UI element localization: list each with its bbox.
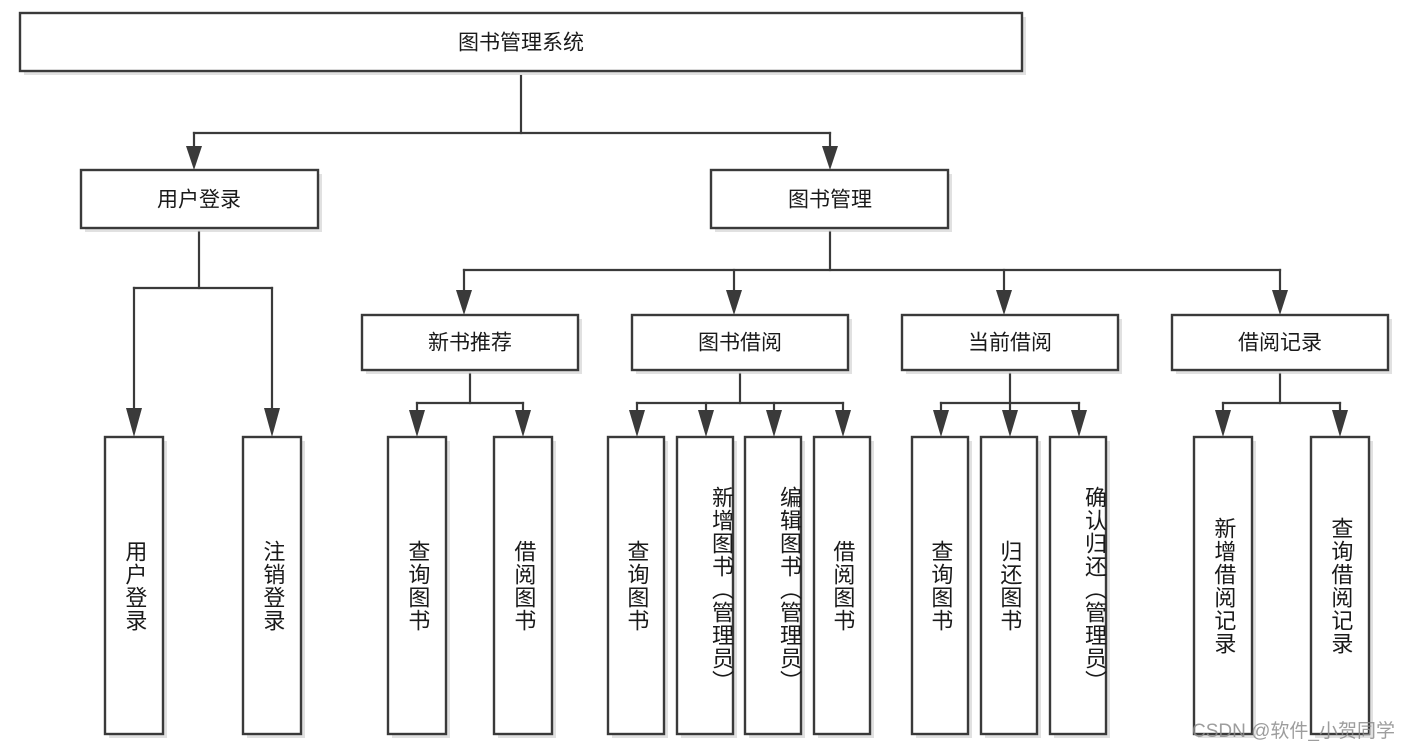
node-book-manage[interactable]: 图书管理 [709,168,952,232]
arrow-to-leaf-confirm-return [1071,410,1087,437]
leaf-query-book-2-box[interactable] [606,435,666,736]
leaf-node-return-book[interactable] [979,435,1041,738]
arrow-to-leaf-return-book [1002,410,1018,437]
arrow-to-new-book-recommend [456,290,472,315]
node-user-login[interactable]: 用户登录 [79,168,322,232]
connector-group-book-manage [456,230,1288,315]
node-root-box[interactable] [18,11,1024,73]
leaf-node-confirm-return[interactable] [1048,435,1110,738]
arrow-to-leaf-user-login [126,408,142,437]
arrow-to-leaf-add-record [1215,410,1231,437]
connector-group-current-borrow [933,372,1087,437]
arrow-to-leaf-query-record [1332,410,1348,437]
arrow-to-borrow-record [1272,290,1288,315]
node-root-label: 图书管理系统 [458,32,584,55]
connector-group-root [186,74,838,170]
node-user-login-label: 用户登录 [157,189,241,212]
node-book-borrow-label: 图书借阅 [698,332,782,355]
leaf-borrow-book-2-box[interactable] [812,435,872,736]
leaf-node-borrow-book-1[interactable] [492,435,556,738]
leaf-node-add-book[interactable] [675,435,737,738]
connector-group-user-login [126,230,280,437]
connector-group-book-borrow [629,372,851,437]
node-borrow-record[interactable]: 借阅记录 [1170,313,1392,374]
arrow-to-leaf-logout [264,408,280,437]
arrow-to-leaf-query-book-3 [933,410,949,437]
leaf-query-book-3-box[interactable] [910,435,970,736]
node-book-manage-box[interactable] [709,168,950,230]
node-book-manage-label: 图书管理 [788,189,872,212]
leaf-node-query-record[interactable] [1309,435,1373,738]
node-current-borrow-box[interactable] [900,313,1120,372]
arrow-to-leaf-query-book-2 [629,410,645,437]
leaf-add-record-box[interactable] [1192,435,1254,736]
leaf-node-user-login[interactable] [103,435,167,738]
node-borrow-record-label: 借阅记录 [1238,332,1322,355]
node-current-borrow-label: 当前借阅 [968,332,1052,355]
leaf-node-add-record[interactable] [1192,435,1256,738]
arrow-to-book-manage [822,146,838,170]
arrow-to-leaf-borrow-book-1 [515,410,531,437]
node-root[interactable]: 图书管理系统 [18,11,1026,75]
leaf-node-logout[interactable] [241,435,305,738]
arrow-to-book-borrow [726,290,742,315]
node-user-login-box[interactable] [79,168,320,230]
leaf-edit-book-box[interactable] [743,435,803,736]
leaf-borrow-book-1-box[interactable] [492,435,554,736]
node-new-book-recommend-box[interactable] [360,313,580,372]
leaf-confirm-return-box[interactable] [1048,435,1108,736]
leaf-logout-box[interactable] [241,435,303,736]
leaf-query-book-1-box[interactable] [386,435,448,736]
leaf-node-query-book-1[interactable] [386,435,450,738]
leaf-add-book-box[interactable] [675,435,735,736]
connector-group-borrow-record [1215,372,1348,437]
arrow-to-leaf-borrow-book-2 [835,410,851,437]
node-book-borrow-box[interactable] [630,313,850,372]
node-book-borrow[interactable]: 图书借阅 [630,313,852,374]
leaf-query-record-box[interactable] [1309,435,1371,736]
arrow-to-current-borrow [996,290,1012,315]
node-current-borrow[interactable]: 当前借阅 [900,313,1122,374]
arrow-to-leaf-edit-book [766,410,782,437]
node-new-book-recommend[interactable]: 新书推荐 [360,313,582,374]
arrow-to-leaf-add-book [698,410,714,437]
leaf-node-edit-book[interactable] [743,435,805,738]
leaf-node-borrow-book-2[interactable] [812,435,874,738]
leaf-return-book-box[interactable] [979,435,1039,736]
arrow-to-leaf-query-book-1 [409,410,425,437]
node-new-book-recommend-label: 新书推荐 [428,332,512,355]
connector-group-new-book-recommend [409,372,531,437]
csdn-watermark: CSDN @软件_小贺同学 [1192,721,1395,742]
node-borrow-record-box[interactable] [1170,313,1390,372]
arrow-to-user-login [186,146,202,170]
leaf-user-login-box[interactable] [103,435,165,736]
leaf-node-query-book-3[interactable] [910,435,972,738]
leaf-node-query-book-2[interactable] [606,435,668,738]
